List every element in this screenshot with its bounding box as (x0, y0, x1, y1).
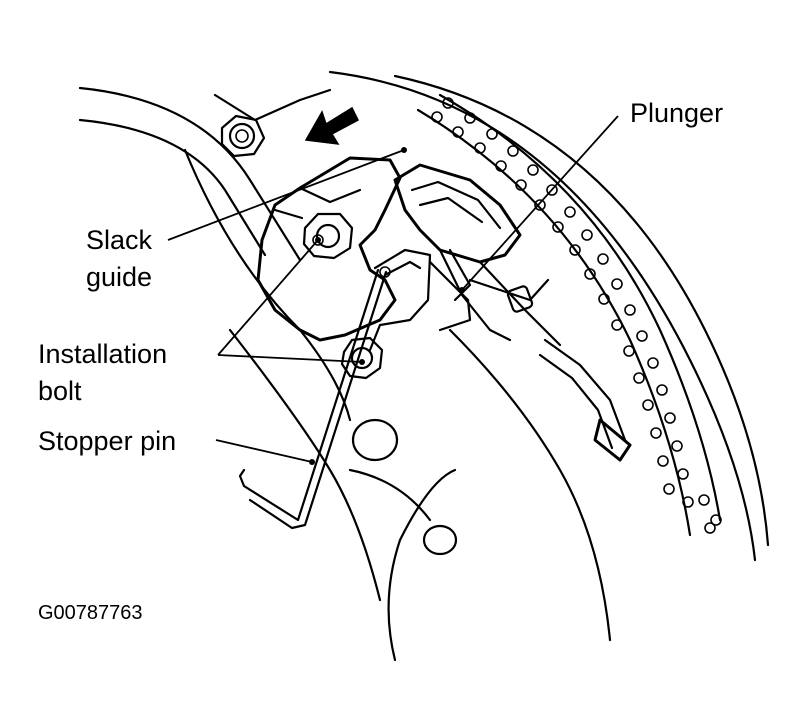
lower-bolt (340, 336, 384, 380)
chain-tensioner (393, 163, 632, 462)
direction-arrow (304, 106, 359, 145)
plunger-label: Plunger (630, 98, 724, 128)
casing-holes (348, 418, 458, 556)
stopper-pin (238, 268, 388, 530)
stopper-pin-label: Stopper pin (38, 426, 177, 456)
leader-lines (167, 115, 619, 465)
installation-bolt-label-line2: bolt (38, 376, 82, 406)
installation-bolt-label-line1: Installation (38, 339, 168, 369)
stopper-bracket (368, 248, 432, 352)
engine-casing (78, 70, 770, 662)
slack-guide-label-line1: Slack (86, 225, 153, 255)
slack-guide-bolt (302, 212, 354, 260)
timing-chain (416, 93, 722, 537)
upper-bolt (220, 114, 266, 158)
slack-guide-label-line2: guide (86, 262, 153, 292)
figure-code: G00787763 (38, 602, 143, 624)
slack-guide (256, 156, 402, 342)
